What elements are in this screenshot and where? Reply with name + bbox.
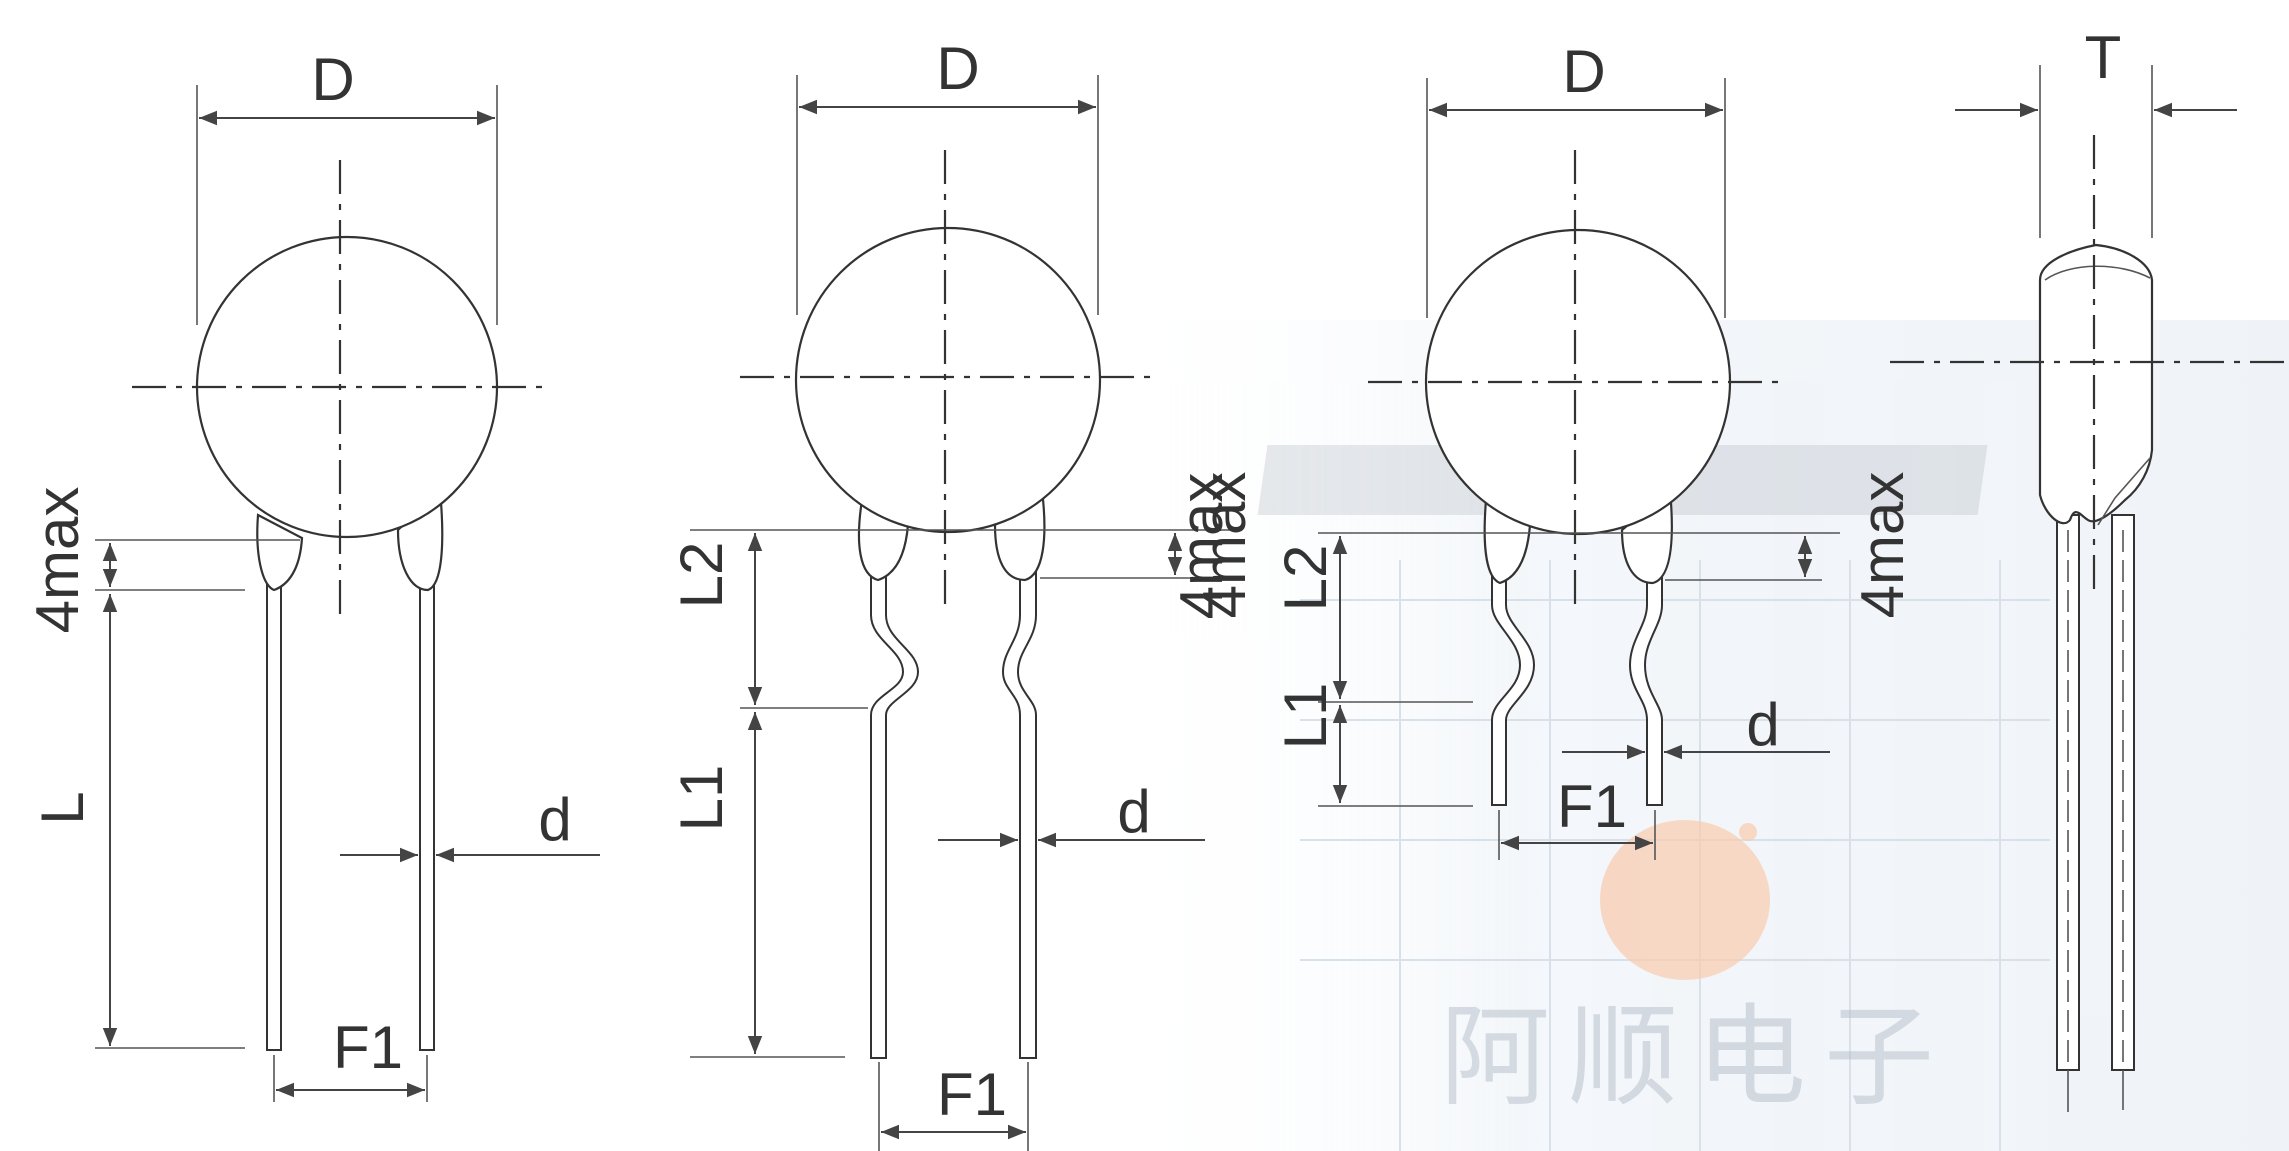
- thickness-label: T: [2085, 24, 2122, 91]
- lead-diameter-label: d: [1746, 691, 1779, 758]
- left-lead: [266, 584, 282, 1051]
- right-lead: [1001, 569, 1037, 1059]
- right-lead: [1628, 574, 1663, 806]
- coating-label: 4max: [1191, 472, 1258, 619]
- watermark-building-grid: [1300, 560, 2050, 1151]
- left-lead: [1491, 574, 1536, 806]
- disc-body: [794, 226, 1102, 534]
- lead-diameter-label: d: [538, 786, 571, 853]
- left-lead: [870, 569, 920, 1059]
- lead-spacing-label: F1: [937, 1061, 1007, 1128]
- coating-label: 4max: [1168, 473, 1235, 620]
- coating-label: 4max: [24, 487, 91, 634]
- lead-diameter-label: d: [1117, 778, 1150, 845]
- kink-length-label: L2: [668, 542, 735, 609]
- watermark-text: 阿顺电子: [1440, 993, 1952, 1121]
- lead-length-label: L1: [668, 765, 735, 832]
- lead-length-label: L: [29, 791, 96, 824]
- lead-spacing-label: F1: [1557, 773, 1627, 840]
- diameter-label: D: [1562, 38, 1605, 105]
- diameter-label: D: [936, 35, 979, 102]
- diagram-side-view: T 4max: [1849, 24, 2289, 1112]
- right-coating: [993, 487, 1046, 582]
- diagram-kinked-lead-short: D 4max L2 L1 d F1: [1168, 38, 1840, 860]
- lead-length-label: L1: [1272, 683, 1339, 750]
- side-body-edge: [2097, 457, 2151, 526]
- coating-label: 4max: [1849, 472, 1916, 619]
- watermark-logo: [1600, 820, 1770, 980]
- diagram-kinked-lead: D L2 4max L1 d F1: [668, 35, 1258, 1151]
- side-body-top-edge: [2044, 265, 2151, 281]
- kink-length-label: L2: [1272, 545, 1339, 612]
- side-body: [2038, 243, 2154, 525]
- right-coating: [396, 487, 444, 592]
- left-coating: [256, 513, 304, 592]
- right-coating: [1620, 487, 1673, 585]
- right-lead: [419, 584, 435, 1051]
- lead-spacing-label: F1: [333, 1014, 403, 1081]
- diagram-straight-lead: D 4max L d F1: [24, 46, 600, 1102]
- diameter-label: D: [311, 46, 354, 113]
- watermark-logo-dot: [1739, 823, 1757, 841]
